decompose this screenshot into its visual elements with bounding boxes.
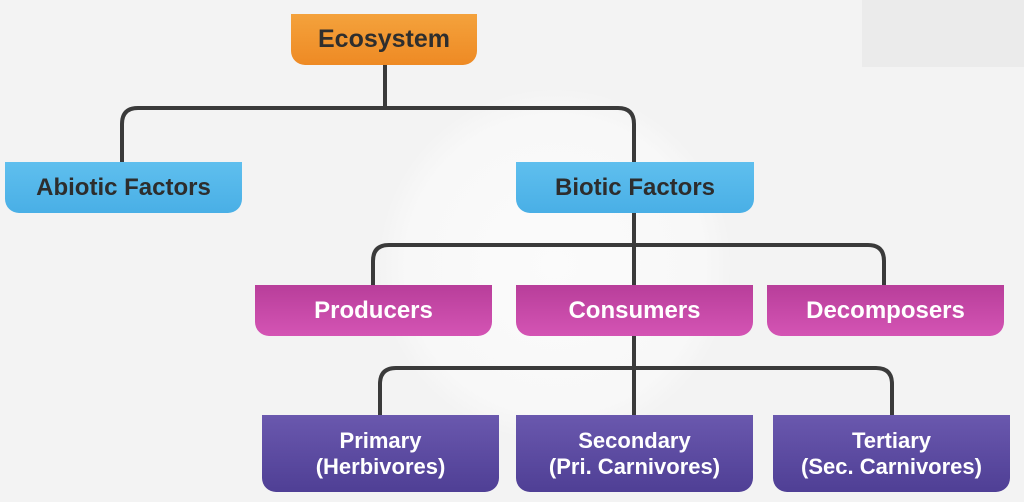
node-label: Biotic Factors <box>554 173 716 201</box>
node-label: Tertiary <box>851 428 932 454</box>
corner-panel <box>862 0 1024 67</box>
node-label: Consumers <box>568 296 701 324</box>
node-sublabel: (Pri. Carnivores) <box>548 453 721 479</box>
connector-consumers <box>378 336 894 415</box>
node-biotic-factors: Biotic Factors <box>516 162 754 213</box>
node-secondary: Secondary(Pri. Carnivores) <box>516 415 753 492</box>
background-glow <box>380 90 730 440</box>
connector-ecosystem <box>120 65 636 162</box>
node-label: Secondary <box>578 428 691 454</box>
node-primary: Primary(Herbivores) <box>262 415 499 492</box>
node-sublabel: (Sec. Carnivores) <box>801 453 982 479</box>
node-label: Primary <box>339 428 422 454</box>
connector-biotic <box>371 213 886 285</box>
node-label: Decomposers <box>806 296 965 324</box>
node-producers: Producers <box>255 285 492 336</box>
node-tertiary: Tertiary(Sec. Carnivores) <box>773 415 1010 492</box>
node-decomposers: Decomposers <box>767 285 1004 336</box>
node-ecosystem: Ecosystem <box>291 14 477 65</box>
node-label: Abiotic Factors <box>36 173 211 201</box>
node-consumers: Consumers <box>516 285 753 336</box>
node-label: Producers <box>314 296 433 324</box>
node-sublabel: (Herbivores) <box>315 453 446 479</box>
node-abiotic-factors: Abiotic Factors <box>5 162 242 213</box>
node-label: Ecosystem <box>317 25 451 54</box>
